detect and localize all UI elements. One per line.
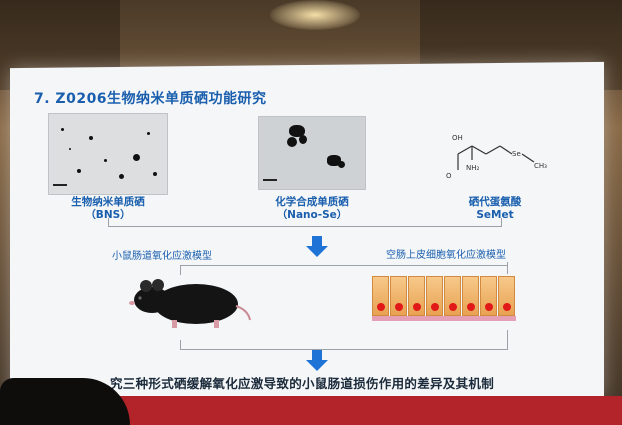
oh-label: OH: [452, 134, 463, 142]
scale-bar: [263, 179, 277, 181]
caption-bns: 生物纳米单质硒 （BNS）: [58, 196, 158, 222]
down-arrow: [306, 236, 328, 258]
caption-abbr: SeMet: [476, 209, 514, 221]
nucleus: [449, 303, 457, 311]
particle: [147, 132, 150, 135]
caption-abbr: （BNS）: [85, 209, 131, 221]
particle-cluster: [338, 161, 345, 168]
nucleus: [377, 303, 385, 311]
semet-structure: OH O NH₂ Se CH₃: [446, 134, 547, 180]
particle: [133, 154, 140, 161]
particle: [119, 174, 124, 179]
epithelial-cell: [372, 276, 389, 316]
ch3-label: CH₃: [534, 162, 547, 170]
nano-se-micrograph: [258, 116, 366, 190]
particle-cluster: [289, 125, 305, 137]
connector-line: [180, 265, 181, 275]
nucleus: [467, 303, 475, 311]
caption-label: 生物纳米单质硒: [71, 196, 145, 208]
epithelial-cell: [480, 276, 497, 316]
nucleus: [395, 303, 403, 311]
epithelial-cell: [408, 276, 425, 316]
chandelier: [270, 0, 360, 30]
cell-model-label: 空肠上皮细胞氧化应激模型: [386, 250, 506, 261]
particle: [61, 128, 64, 131]
connector-line: [108, 218, 109, 227]
nh2-label: NH₂: [466, 164, 480, 172]
connector-line: [180, 349, 507, 350]
particle: [69, 148, 71, 150]
o-label: O: [446, 172, 452, 180]
caption-abbr: （Nano-Se）: [276, 209, 348, 221]
epithelial-cell: [444, 276, 461, 316]
bns-micrograph: [48, 113, 168, 195]
basement-membrane: [372, 316, 516, 321]
connector-line: [507, 330, 508, 350]
audience-head: [0, 378, 130, 425]
nucleus: [485, 303, 493, 311]
epithelial-cell: [426, 276, 443, 316]
connector-line: [501, 218, 502, 227]
down-arrow: [306, 350, 328, 372]
particle: [77, 169, 81, 173]
particle-cluster: [327, 155, 341, 166]
connector-line: [108, 226, 502, 227]
caption-nano-se: 化学合成单质硒 （Nano-Se）: [262, 196, 362, 222]
epithelial-cell: [462, 276, 479, 316]
nucleus: [503, 303, 511, 311]
arrow-head: [306, 360, 328, 371]
caption-label: 硒代蛋氨酸: [468, 196, 522, 208]
slide-title: 7. Z0206生物纳米单质硒功能研究: [34, 91, 267, 107]
mouse-model-label: 小鼠肠道氧化应激模型: [112, 251, 212, 262]
particle: [104, 159, 107, 162]
nucleus: [413, 303, 421, 311]
nucleus: [431, 303, 439, 311]
connector-line: [507, 262, 508, 274]
arrow-shaft: [312, 236, 322, 246]
particle-cluster: [299, 135, 307, 144]
caption-semet: 硒代蛋氨酸 SeMet: [450, 196, 540, 222]
arrow-shaft: [312, 350, 322, 360]
epithelial-cell: [498, 276, 515, 316]
caption-label: 化学合成单质硒: [275, 196, 349, 208]
particle: [89, 136, 93, 140]
particle-cluster: [287, 137, 297, 147]
scale-bar: [53, 184, 67, 186]
epithelial-cell: [390, 276, 407, 316]
connector-line: [180, 340, 181, 350]
particle: [153, 172, 157, 176]
conclusion-text: 究三种形式硒缓解氧化应激导致的小鼠肠道损伤作用的差异及其机制: [110, 376, 495, 391]
arrow-head: [306, 246, 328, 257]
mouse-illustration: [129, 279, 251, 328]
se-label: Se: [512, 150, 521, 158]
connector-line: [180, 265, 508, 266]
